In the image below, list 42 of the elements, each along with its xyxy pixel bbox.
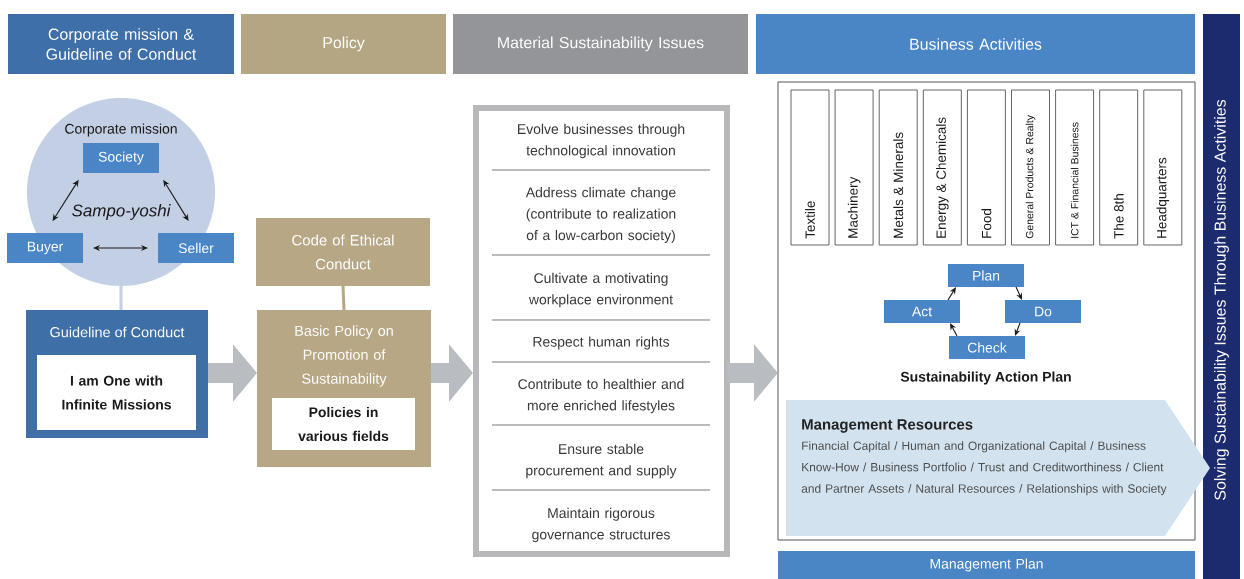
- resources-arrow-panel: Management Resources Financial Capital / Human and Organizational Capital / Business Know-How / Business Portfolio / Trust and Creditworthiness / Client and Partner Assets / Natural Resources / Relationships with Society: [786, 400, 1210, 536]
- mission-statement-box: I am One with Infinite Missions: [37, 355, 196, 430]
- division-column: ICT & Financial Business: [1055, 89, 1095, 246]
- division-column: The 8th: [1099, 89, 1139, 246]
- issue-item: Evolve businesses through technological innovation: [518, 123, 685, 159]
- connector-line: [341, 285, 346, 311]
- cycle-step-box: Check: [949, 336, 1025, 359]
- header-banner: Business Activities: [756, 14, 1195, 74]
- issue-item: Cultivate a motivating workplace environment: [528, 272, 673, 308]
- division-column: Headquarters: [1143, 89, 1183, 246]
- header-banner: Policy: [241, 14, 446, 74]
- policy-note-box: Policies in various fields: [272, 398, 415, 450]
- cycle-step-box: Act: [884, 300, 960, 323]
- division-column: General Products & Realty: [1011, 89, 1050, 246]
- division-column: Textile: [790, 89, 830, 246]
- arrow: [950, 323, 958, 337]
- arrow: [947, 287, 956, 301]
- plan-bar: Management Plan: [778, 551, 1195, 579]
- arrow: [1014, 322, 1021, 336]
- issue-item: Ensure stable procurement and supply: [526, 443, 677, 479]
- cycle-step-box: Plan: [948, 264, 1024, 287]
- issue-item: Maintain rigorous governance structures: [532, 507, 670, 543]
- division-column: Food: [966, 89, 1006, 246]
- role-box: Buyer: [7, 233, 83, 263]
- issues-panel: [473, 105, 730, 557]
- arrow: [1015, 286, 1022, 300]
- division-column: Machinery: [834, 89, 874, 246]
- code-box: Code of Ethical Conduct: [256, 218, 430, 286]
- section-caption: Sustainability Action Plan: [900, 371, 1071, 385]
- division-column: Energy & Chemicals: [922, 89, 962, 246]
- header-banner: Corporate mission & Guideline of Conduct: [8, 14, 234, 74]
- cycle-step-box: Do: [1005, 300, 1081, 323]
- issue-item: Contribute to healthier and more enriched lifestyles: [518, 378, 684, 414]
- header-banner: Material Sustainability Issues: [453, 14, 748, 74]
- arrow: [93, 244, 148, 252]
- side-banner: Solving Sustainability Issues Through Business Activities: [1203, 14, 1240, 579]
- role-box: Seller: [158, 233, 234, 263]
- issue-item: Address climate change (contribute to realization of a low-carbon society): [525, 187, 676, 243]
- division-column: Metals & Minerals: [878, 89, 918, 246]
- connector-line: [119, 286, 123, 310]
- role-box: Society: [83, 143, 159, 173]
- issue-item: Respect human rights: [533, 336, 670, 350]
